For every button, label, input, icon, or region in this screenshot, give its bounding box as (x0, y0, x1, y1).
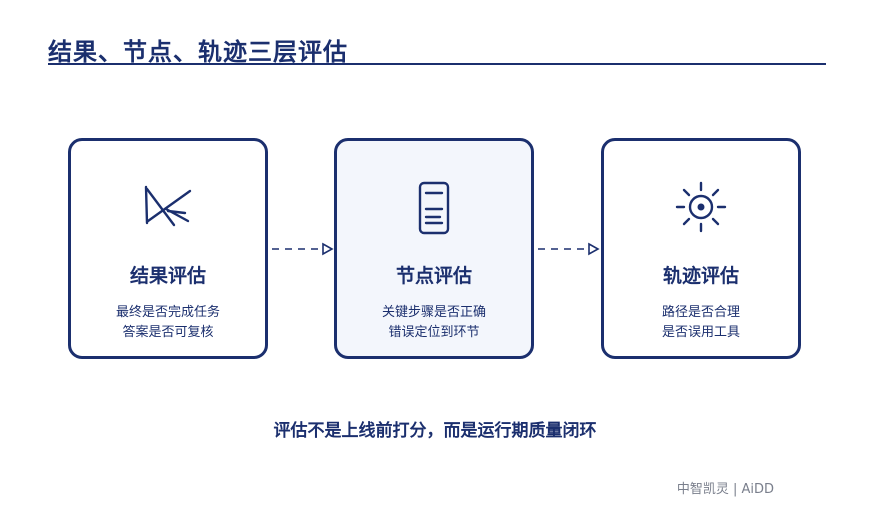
sun-radial-icon (671, 177, 731, 237)
card-title: 轨迹评估 (662, 265, 739, 287)
brand-footer: 中智凯灵 | AiDD (676, 482, 774, 497)
card-desc-line: 错误定位到环节 (388, 325, 480, 340)
card-desc-line: 是否误用工具 (661, 325, 740, 340)
card-description: 最终是否完成任务 答案是否可复核 (71, 303, 265, 343)
dashed-arrow-connector (536, 240, 600, 258)
dashed-arrow-connector (270, 240, 334, 258)
card-result-evaluation: 结果评估 最终是否完成任务 答案是否可复核 (68, 138, 268, 359)
card-trajectory-evaluation: 轨迹评估 路径是否合理 是否误用工具 (601, 138, 801, 359)
card-desc-line: 最终是否完成任务 (115, 305, 220, 320)
card-desc-line: 关键步骤是否正确 (381, 305, 486, 320)
title-underline (48, 63, 826, 65)
card-title: 节点评估 (395, 265, 472, 287)
card-desc-line: 答案是否可复核 (122, 325, 214, 340)
document-list-icon (404, 177, 464, 237)
card-title: 结果评估 (129, 265, 206, 287)
summary-statement: 评估不是上线前打分，而是运行期质量闭环 (273, 421, 597, 441)
card-desc-line: 路径是否合理 (661, 305, 740, 320)
card-description: 路径是否合理 是否误用工具 (604, 303, 798, 343)
page-title: 结果、节点、轨迹三层评估 (48, 38, 348, 66)
card-node-evaluation: 节点评估 关键步骤是否正确 错误定位到环节 (334, 138, 534, 359)
sketch-check-icon (138, 177, 198, 237)
card-description: 关键步骤是否正确 错误定位到环节 (337, 303, 531, 343)
